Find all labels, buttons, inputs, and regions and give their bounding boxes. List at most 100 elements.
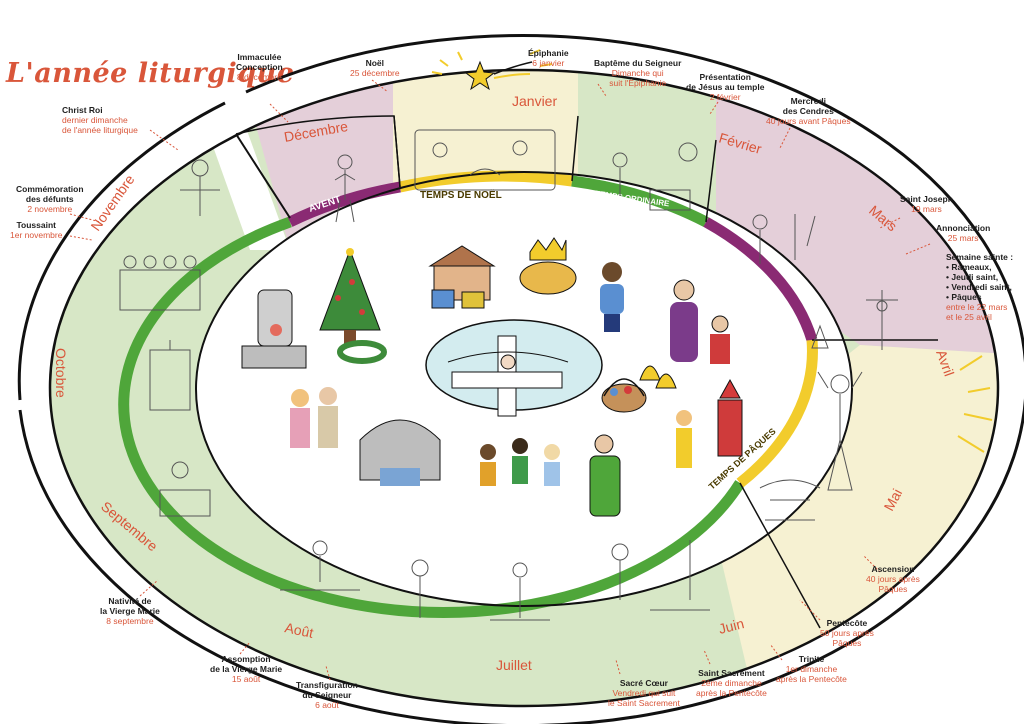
summer-sacred-heart-illustration xyxy=(611,540,710,611)
ashes-priest-icon xyxy=(670,279,730,364)
pancake-child-icon xyxy=(600,262,624,332)
feast-nativite-date: 8 septembre xyxy=(106,616,154,626)
feast-toussaint-date: 1er novembre xyxy=(10,230,63,240)
band-ordinary-long xyxy=(118,216,745,618)
feast-assomption-n1: Assomption xyxy=(221,654,271,664)
feast-semaine-sainte-l1: • Rameaux, xyxy=(946,262,992,272)
feast-trinite: Trinité 1er dimanche après la Pentecôte xyxy=(776,654,847,684)
feast-immaculee-n1: Immaculée xyxy=(237,52,282,62)
feast-sacre-coeur-d2: le Saint Sacrement xyxy=(608,698,680,708)
feast-annonciation: Annonciation 25 mars xyxy=(936,223,990,243)
ring-outer-border xyxy=(48,68,1000,708)
feast-nativite-n2: la Vierge Marie xyxy=(100,606,160,616)
feast-epiphanie: Épiphanie 6 janvier xyxy=(528,48,569,68)
feast-trinite-d1: 1er dimanche xyxy=(785,664,838,674)
christmas-tree-icon xyxy=(319,248,381,344)
feast-sacre-coeur-name: Sacré Cœur xyxy=(619,678,668,688)
feast-commemoration-date: 2 novembre xyxy=(27,204,73,214)
feast-semaine-sainte: Semaine sainte : • Rameaux, • Jeudi sain… xyxy=(946,252,1013,322)
feast-annonciation-date: 25 mars xyxy=(947,233,979,243)
all-souls-illustration xyxy=(149,340,191,411)
crucifix-center xyxy=(425,319,603,417)
lourdes-grotto-icon xyxy=(359,419,441,486)
john-baptist-illustration xyxy=(334,154,356,223)
feast-pentecote-d2: Pâques xyxy=(832,638,862,648)
hikers-icon xyxy=(290,387,338,448)
feast-pentecote-d1: 50 jours après xyxy=(820,628,874,638)
all-saints-illustration xyxy=(119,255,201,311)
feast-semaine-sainte-title: Semaine sainte : xyxy=(946,252,1014,262)
feast-toussaint: Toussaint 1er novembre xyxy=(10,220,62,240)
band-lent xyxy=(703,217,818,342)
feast-presentation-n1: Présentation xyxy=(699,72,751,82)
feast-transfiguration-n2: du Seigneur xyxy=(302,690,352,700)
feast-cendres: Mercredi des Cendres 40 jours avant Pâqu… xyxy=(766,96,851,126)
feast-assomption-n2: de la Vierge Marie xyxy=(210,664,283,674)
feast-saint-sacrement-d1: 2ème dimanche xyxy=(701,678,762,688)
ring-inner-border xyxy=(195,171,853,607)
easter-bells-icon xyxy=(639,365,677,389)
feast-epiphanie-date: 6 janvier xyxy=(532,58,565,68)
feast-semaine-sainte-l3: • Vendredi saint, xyxy=(946,282,1012,292)
children-jumping-icon xyxy=(480,438,560,486)
feast-ascension-d1: 40 jours après xyxy=(866,574,920,584)
feast-saint-sacrement-name: Saint Sacrement xyxy=(698,668,765,678)
feast-christ-roi-name: Christ Roi xyxy=(62,105,103,115)
feast-commemoration-n2: des défunts xyxy=(25,194,74,204)
feast-commemoration-n1: Commémoration xyxy=(16,184,84,194)
feast-ascension-name: Ascension xyxy=(871,564,915,574)
christ-king-illustration xyxy=(180,159,220,216)
baptism-illustration xyxy=(612,142,698,211)
feast-saint-sacrement: Saint Sacrement 2ème dimanche après la P… xyxy=(696,668,767,698)
feast-presentation-date: 2 février xyxy=(709,92,741,102)
feast-christ-roi: Christ Roi dernier dimanche de l'année l… xyxy=(62,105,138,135)
feast-presentation: Présentation de Jésus au temple 2 févrie… xyxy=(686,72,764,102)
lent-desert-illustration xyxy=(752,214,816,264)
feast-pentecote-name: Pentecôte xyxy=(826,618,868,628)
transfiguration-illustration xyxy=(411,559,550,621)
feast-ascension: Ascension 40 jours après Pâques xyxy=(866,564,920,594)
feast-bapteme-name: Baptême du Seigneur xyxy=(594,58,682,68)
creche-icon xyxy=(428,245,496,309)
feast-saint-sacrement-d2: après la Pentecôte xyxy=(696,688,767,698)
assumption-illustration xyxy=(280,540,360,591)
feast-joseph-date: 19 mars xyxy=(911,204,942,214)
feast-assomption: Assomption de la Vierge Marie 15 août xyxy=(210,654,282,684)
feast-annonciation-name: Annonciation xyxy=(936,223,991,233)
feast-transfiguration-n1: Transfiguration xyxy=(296,680,358,690)
crucifixion-illustration xyxy=(811,290,898,350)
feast-christ-roi-d2: de l'année liturgique xyxy=(62,125,138,135)
galette-des-rois-icon xyxy=(519,237,577,295)
season-label-christmas: TEMPS DE NOËL xyxy=(420,188,502,201)
month-juin: Juin xyxy=(717,615,746,637)
feast-pentecote: Pentecôte 50 jours après Pâques xyxy=(820,618,874,648)
feast-immaculee-date: 8 décembre xyxy=(236,72,282,82)
feast-immaculee: Immaculée Conception 8 décembre xyxy=(236,52,283,82)
feast-leader-lines xyxy=(69,79,931,681)
month-aout: Août xyxy=(283,619,315,641)
easter-basket-icon xyxy=(601,378,647,413)
feast-noel: Noël 25 décembre xyxy=(350,58,400,78)
feast-nativite-n1: Nativité de xyxy=(108,596,152,606)
feast-semaine-sainte-d1: entre le 22 mars xyxy=(946,302,1008,312)
epiphany-star-icon xyxy=(431,49,553,91)
feast-noel-date: 25 décembre xyxy=(350,68,400,78)
band-ordinary-short xyxy=(571,175,709,227)
feast-transfiguration: Transfiguration du Seigneur 6 août xyxy=(296,680,358,710)
feast-bapteme: Baptême du Seigneur Dimanche qui suit l'… xyxy=(594,58,681,88)
band-easter xyxy=(736,339,818,488)
feast-trinite-name: Trinité xyxy=(798,654,825,664)
page-title: L'année liturgique xyxy=(6,58,295,89)
feast-toussaint-name: Toussaint xyxy=(16,220,56,230)
feast-presentation-n2: de Jésus au temple xyxy=(686,82,765,92)
month-juillet: Juillet xyxy=(496,657,532,673)
feast-joseph: Saint Joseph 19 mars xyxy=(900,194,953,214)
easter-rays-decoration xyxy=(957,355,993,453)
feast-cendres-n2: des Cendres xyxy=(782,106,834,116)
feast-cendres-date: 40 jours avant Pâques xyxy=(766,116,851,126)
feast-cendres-n1: Mercredi xyxy=(790,96,827,106)
feast-christ-roi-d1: dernier dimanche xyxy=(62,115,128,125)
month-octobre: Octobre xyxy=(53,348,69,398)
feast-epiphanie-name: Épiphanie xyxy=(528,48,569,58)
